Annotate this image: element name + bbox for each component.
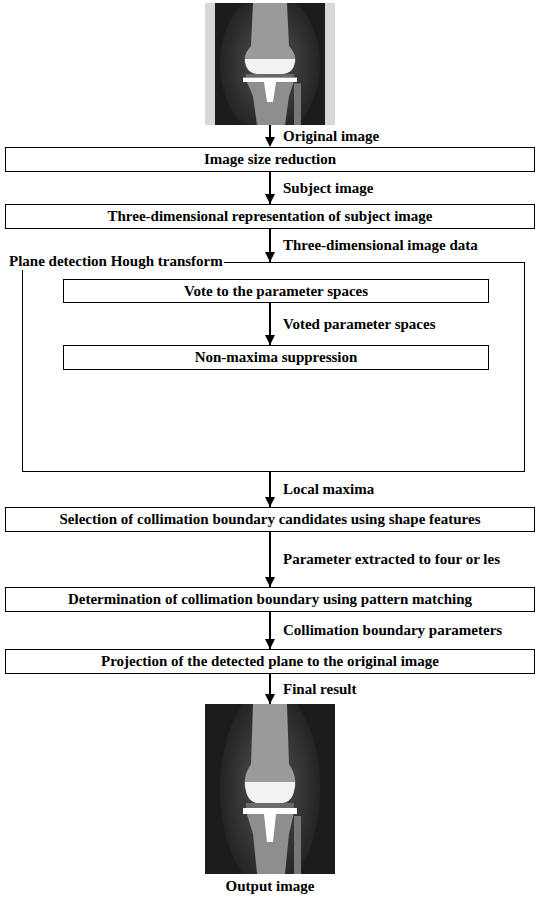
flow-arrow [269,674,271,704]
box-text: Selection of collimation boundary candid… [59,511,480,528]
flow-arrow [269,229,271,262]
process-box: Determination of collimation boundary us… [5,587,535,612]
flow-arrow [269,472,271,507]
group-box: Plane detection Hough transformVote to t… [22,262,525,472]
group-heading: Plane detection Hough transform [8,253,224,270]
process-box: Image size reduction [5,147,535,172]
output-xray [205,689,335,889]
collimation-strip [325,3,335,125]
output-image-node: Output image [205,704,335,896]
edge-label: Final result [283,681,356,698]
edge-label: Subject image [283,180,373,197]
edge-label: Three-dimensional image data [283,237,478,254]
collimation-strip [205,3,215,125]
box-text: Image size reduction [204,151,336,168]
flow-arrow [269,172,271,204]
edge-label: Local maxima [283,481,374,498]
edge-label: Collimation boundary parameters [283,622,502,639]
process-box: Selection of collimation boundary candid… [5,507,535,532]
arrow-label: Original image [283,128,379,145]
process-box: Projection of the detected plane to the … [5,649,535,674]
box-text: Determination of collimation boundary us… [68,591,472,608]
box-text: Vote to the parameter spaces [184,283,368,300]
process-box: Vote to the parameter spaces [63,279,489,303]
input-xray [205,0,335,136]
edge-label: Parameter extracted to four or les [283,551,500,568]
flow-arrow [269,303,271,345]
flow-arrow [269,612,271,649]
arrow-line [269,125,271,139]
box-text: Three-dimensional representation of subj… [108,208,433,225]
process-box: Three-dimensional representation of subj… [5,204,535,229]
process-box: Non-maxima suppression [63,345,489,370]
arrow-head [265,137,275,147]
edge-label: Voted parameter spaces [283,316,435,333]
box-text: Projection of the detected plane to the … [101,653,439,670]
xray-picture [205,0,335,136]
box-text: Non-maxima suppression [195,349,358,366]
flow-arrow [269,532,271,587]
image-caption: Output image [205,878,335,895]
